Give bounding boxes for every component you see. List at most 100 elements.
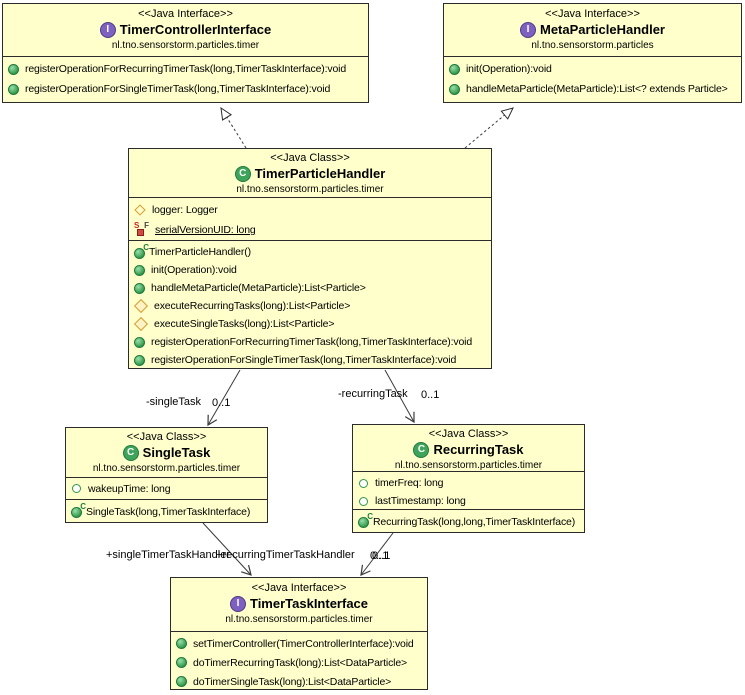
method-row: doTimerSingleTask(long):List<DataParticl… [171,672,427,689]
package-label: nl.tno.sensorstorm.particles.timer [394,460,543,471]
class-name: RecurringTask [433,442,524,457]
field-label: timerFreq: long [375,477,444,489]
constructor-icon: C [134,243,149,259]
methods-compartment: setTimerController(TimerControllerInterf… [171,631,427,689]
constructor-icon: C [358,512,373,528]
public-method-icon [176,638,187,649]
field-row: wakeupTime: long [66,479,267,498]
association-edge-recurringtask[interactable] [384,369,415,424]
method-row: executeRecurringTasks(long):List<Particl… [129,297,491,315]
public-method-icon [71,507,82,518]
method-label: handleMetaParticle(MetaParticle):List<? … [466,83,728,95]
method-label: executeSingleTasks(long):List<Particle> [154,318,335,330]
package-label: nl.tno.sensorstorm.particles.timer [236,184,384,195]
public-method-icon [134,247,145,259]
interface-icon: I [229,596,246,612]
method-label: doTimerSingleTask(long):List<DataParticl… [193,675,392,688]
class-box-metaparticlehandler[interactable]: <<Java Interface>> I MetaParticleHandler… [443,3,742,103]
public-method-icon [8,63,19,75]
public-method-icon [176,657,187,668]
package-method-icon [133,298,149,314]
realization-edge-timercontroller[interactable] [220,106,247,149]
public-method-icon [176,676,187,687]
method-label: RecurringTask(long,long,TimerTaskInterfa… [373,515,576,528]
class-box-recurringtask[interactable]: <<Java Class>> C RecurringTask nl.tno.se… [352,424,585,533]
class-icon: C [122,445,139,461]
association-role-label-recurringtask: -recurringTask [338,388,408,400]
method-label: registerOperationForRecurringTimerTask(l… [151,336,473,348]
realization-edge-metaparticlehandler[interactable] [464,107,514,149]
method-row: handleMetaParticle(MetaParticle):List<Pa… [129,279,491,297]
method-row: registerOperationForSingleTimerTask(long… [129,351,491,368]
method-label: registerOperationForSingleTimerTask(long… [151,354,457,366]
association-role-label-singletask: -singleTask [146,396,202,408]
method-row: handleMetaParticle(MetaParticle):List<? … [444,79,741,99]
package-field-icon [134,204,146,216]
public-method-icon [134,354,145,366]
field-row: S F serialVersionUID: long [129,220,491,240]
constructor-row: C SingleTask(long,TimerTaskInterface) [66,502,267,521]
method-label: TimerParticleHandler() [149,246,251,258]
method-row: init(Operation):void [129,261,491,279]
class-box-timercontrollerinterface[interactable]: <<Java Interface>> I TimerControllerInte… [2,3,369,103]
method-label: init(Operation):void [151,264,237,276]
method-label: handleMetaParticle(MetaParticle):List<Pa… [151,282,366,294]
method-label: executeRecurringTasks(long):List<Particl… [154,300,351,312]
stereotype-label: <<Java Interface>> [138,8,233,20]
field-circle-icon [359,496,368,506]
class-header: <<Java Class>> C RecurringTask nl.tno.se… [353,425,584,471]
public-method-icon [134,336,145,348]
methods-compartment: C RecurringTask(long,long,TimerTaskInter… [353,509,584,532]
stereotype-label: <<Java Class>> [428,428,509,440]
association-role-label-singletimertaskhandler: +singleTimerTaskHandler [106,549,231,561]
class-icon: C [234,166,251,182]
constructor-icon: C [71,502,86,518]
class-name: MetaParticleHandler [540,22,665,37]
interface-icon: I [99,22,116,38]
private-static-final-field-icon: S F [134,221,149,237]
methods-compartment: registerOperationForRecurringTimerTask(l… [3,56,368,102]
methods-compartment: C TimerParticleHandler() init(Operation)… [129,240,491,368]
class-header: <<Java Interface>> I MetaParticleHandler… [444,4,741,56]
public-method-icon [134,264,145,276]
class-box-timerparticlehandler[interactable]: <<Java Class>> C TimerParticleHandler nl… [128,148,492,369]
fields-compartment: timerFreq: long lastTimestamp: long [353,471,584,509]
method-row: registerOperationForRecurringTimerTask(l… [129,333,491,351]
field-label: lastTimestamp: long [375,495,466,507]
class-name: SingleTask [142,445,211,460]
fields-compartment: logger: Logger S F serialVersionUID: lon… [129,197,491,240]
field-row: lastTimestamp: long [353,492,584,510]
final-decorator: F [144,221,149,230]
class-icon: C [413,442,430,458]
stereotype-label: <<Java Class>> [126,431,207,443]
stereotype-label: <<Java Interface>> [251,582,347,594]
public-method-icon [358,517,369,528]
association-edge-singletask-timertaskinterface[interactable] [202,522,252,576]
class-box-timertaskinterface[interactable]: <<Java Interface>> I TimerTaskInterface … [170,577,428,690]
field-circle-icon [72,484,81,493]
association-role-label-recurringtimertaskhandler: +recurringTimerTaskHandler [216,549,355,561]
class-name: TimerControllerInterface [119,22,272,37]
method-row: registerOperationForSingleTimerTask(long… [3,79,368,99]
field-label: logger: Logger [152,204,218,216]
constructor-row: C RecurringTask(long,long,TimerTaskInter… [353,512,584,531]
package-method-icon [133,316,149,332]
association-edge-singletask[interactable] [207,369,241,427]
interface-icon: I [520,22,536,38]
method-label: doTimerRecurringTask(long):List<DataPart… [193,656,408,669]
public-method-icon [134,282,145,294]
class-box-singletask[interactable]: <<Java Class>> C SingleTask nl.tno.senso… [65,427,268,523]
multiplicity-label: 0..1 [370,550,389,562]
methods-compartment: C SingleTask(long,TimerTaskInterface) [66,499,267,522]
association-edge-recurringtask-timertaskinterface[interactable] [360,532,394,576]
public-method-icon [449,63,460,75]
multiplicity-label: 0..1 [372,550,391,562]
class-name: TimerTaskInterface [249,596,369,611]
constructor-decorator: C [367,512,373,521]
public-method-icon [8,83,19,95]
methods-compartment: init(Operation):void handleMetaParticle(… [444,56,741,102]
static-decorator: S [134,221,140,230]
class-header: <<Java Interface>> I TimerControllerInte… [3,4,368,56]
